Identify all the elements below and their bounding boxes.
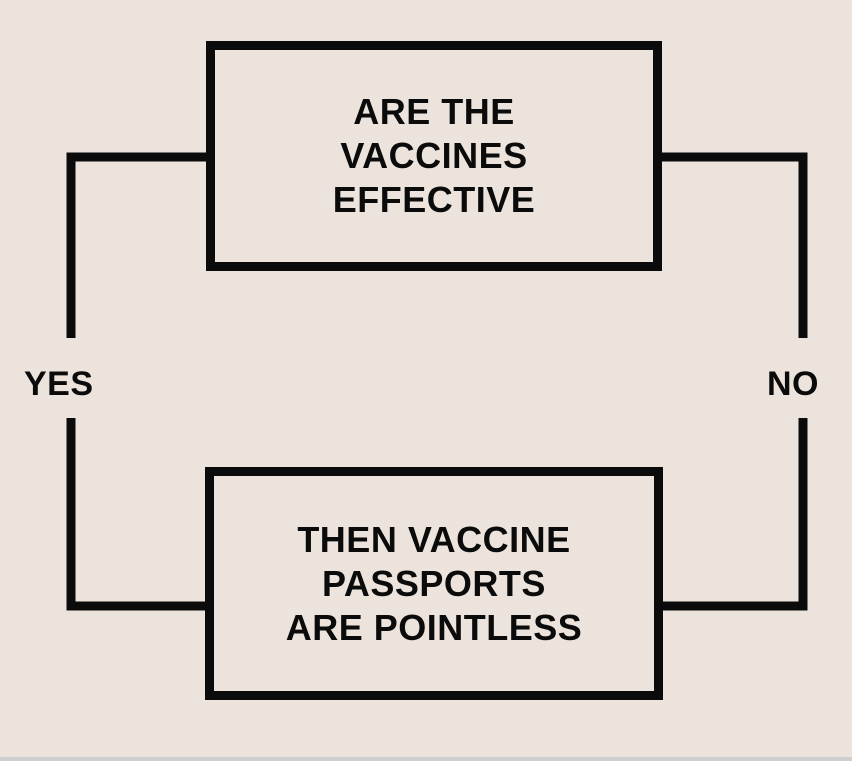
yes-connector-upper [66,152,206,338]
no-label: NO [767,365,819,403]
conclusion-text: THEN VACCINE PASSPORTS ARE POINTLESS [285,518,583,648]
bottom-divider [0,757,852,761]
yes-label: YES [24,365,94,403]
no-connector-upper [662,152,808,338]
conclusion-box: THEN VACCINE PASSPORTS ARE POINTLESS [205,467,663,700]
yes-connector-lower [66,418,206,611]
question-text: ARE THE VACCINES EFFECTIVE [332,91,536,220]
question-box: ARE THE VACCINES EFFECTIVE [206,41,662,271]
no-connector-lower [662,418,808,611]
